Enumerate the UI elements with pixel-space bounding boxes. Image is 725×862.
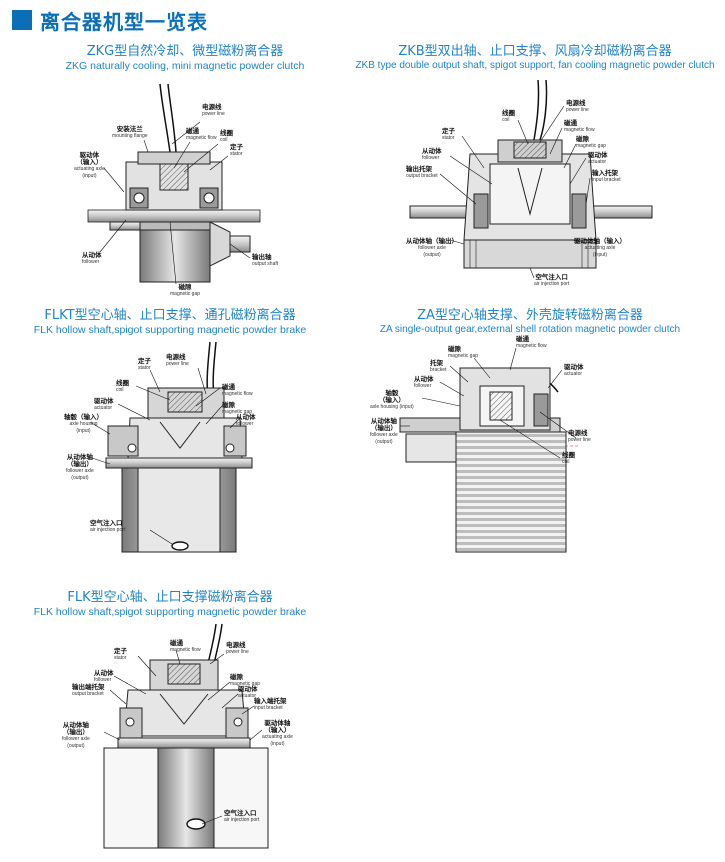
zkb-label-act-axle: 驱动体轴（输入） — [574, 237, 626, 245]
page-header: 离合器机型一览表 — [12, 8, 208, 34]
zkg-label-gap: 磁隙 — [178, 283, 192, 291]
zkg-label-coil: 线圈 — [220, 129, 233, 137]
flk-label-gap: 磁隙 — [230, 673, 243, 681]
flk-subtitle: FLK hollow shaft,spigot supporting magne… — [33, 606, 307, 618]
zkg-label-stator: 定子 — [230, 143, 243, 151]
zkb-label-in-bracket: 输入托架 — [592, 169, 618, 177]
flk-label-act-axle: 驱动体轴 （输入） — [264, 719, 291, 734]
zkb-diagram — [409, 79, 653, 279]
page-title: 离合器机型一览表 — [40, 9, 208, 34]
zkg-label-out-shaft: 输出轴 — [252, 253, 272, 261]
za-label-coil: 线圈 — [562, 451, 575, 459]
zkb-label-stator: 定子 — [442, 127, 455, 135]
zkb-title: ZKB型双出轴、止口支撑、风扇冷却磁粉离合器 — [398, 44, 672, 59]
flk-label-out-bracket: 输出端托架 — [72, 683, 105, 691]
za-label-flux: 磁通 — [516, 335, 529, 343]
header-square-icon — [12, 10, 32, 30]
panel-flk: FLK型空心轴、止口支撑磁粉离合器 FLK hollow shaft,spigo… — [10, 590, 330, 858]
zkg-subtitle: ZKG naturally cooling, mini magnetic pow… — [65, 60, 305, 72]
panel-za: ZA型空心轴支撑、外壳旋转磁粉离合器 ZA single-output gear… — [340, 308, 720, 568]
za-label-follower: 从动体 — [414, 375, 434, 383]
za-label-follower-axle: 从动体轴 （输出） — [370, 417, 397, 432]
zkg-diagram — [87, 83, 261, 285]
zkb-label-follower-axle: 从动体轴（输出） — [406, 237, 458, 245]
flkt-title: FLKT型空心轴、止口支撑、通孔磁粉离合器 — [44, 308, 296, 323]
zkg-title: ZKG型自然冷却、微型磁粉离合器 — [86, 44, 284, 59]
flkt-label-follower-axle: 从动体轴 （输出） — [66, 453, 93, 468]
zkg-label-actuator: 驱动体 （输入） — [76, 151, 103, 166]
za-label-bracket: 托架 — [430, 359, 443, 367]
flk-label-in-bracket: 输入端托架 — [254, 697, 287, 705]
flk-label-follower-axle: 从动体轴 （输出） — [62, 721, 89, 736]
zkb-label-actuator: 驱动体 — [588, 151, 608, 159]
zkb-label-air: 空气注入口 — [535, 273, 568, 281]
zkg-label-power-line: 电源线 — [202, 103, 222, 111]
flk-label-follower: 从动体 — [94, 669, 114, 677]
flk-title: FLK型空心轴、止口支撑磁粉离合器 — [67, 590, 273, 605]
za-label-housing: 轴毂 （输入） — [378, 389, 405, 404]
flkt-label-power-line: 电源线 — [166, 353, 186, 361]
flk-label-actuator: 驱动体 — [238, 685, 258, 693]
zkg-label-flux: 磁通 — [186, 127, 199, 135]
flkt-label-air: 空气注入口 — [90, 519, 123, 527]
zkb-label-power-line: 电源线 — [566, 99, 586, 107]
flkt-label-follower: 从动体 — [236, 413, 256, 421]
panel-zkb: ZKB型双出轴、止口支撑、风扇冷却磁粉离合器 ZKB type double o… — [350, 44, 720, 304]
za-diagram — [399, 347, 580, 553]
zkb-label-follower: 从动体 — [422, 147, 442, 155]
flk-label-flux: 磁通 — [170, 639, 183, 647]
flkt-label-actuator: 驱动体 — [94, 397, 114, 405]
flkt-label-stator: 定子 — [138, 357, 151, 365]
flk-label-stator: 定子 — [114, 647, 127, 655]
flkt-label-coil: 线圈 — [116, 379, 129, 387]
zkg-label-flange: 安装法兰 — [116, 125, 143, 133]
flk-label-air: 空气注入口 — [224, 809, 257, 817]
zkb-subtitle: ZKB type double output shaft, spigot sup… — [355, 60, 715, 71]
za-label-gap: 磁隙 — [448, 345, 461, 353]
panel-zkg: ZKG型自然冷却、微型磁粉离合器 ZKG naturally cooling, … — [20, 44, 350, 304]
flkt-label-flux: 磁通 — [222, 383, 235, 391]
za-label-actuator: 驱动体 — [564, 363, 584, 371]
flkt-subtitle: FLK hollow shaft,spigot supporting magne… — [33, 324, 307, 336]
zkb-label-out-bracket: 输出托架 — [406, 165, 432, 173]
panel-flkt: FLKT型空心轴、止口支撑、通孔磁粉离合器 FLK hollow shaft,s… — [10, 308, 330, 568]
flkt-label-housing: 轴毂（输入） — [64, 413, 103, 421]
flkt-diagram — [89, 341, 253, 553]
zkb-label-flux: 磁通 — [564, 119, 577, 127]
za-subtitle: ZA single-output gear,external shell rot… — [379, 324, 681, 335]
zkg-label-follower: 从动体 — [82, 251, 102, 259]
zkb-label-coil: 线圈 — [502, 109, 515, 117]
flk-diagram — [103, 623, 269, 849]
za-title: ZA型空心轴支撑、外壳旋转磁粉离合器 — [417, 308, 643, 323]
zkb-label-gap: 磁隙 — [576, 135, 589, 143]
flkt-label-gap: 磁隙 — [222, 401, 235, 409]
za-label-power-line: 电源线 — [568, 429, 588, 437]
flk-label-power-line: 电源线 — [226, 641, 246, 649]
